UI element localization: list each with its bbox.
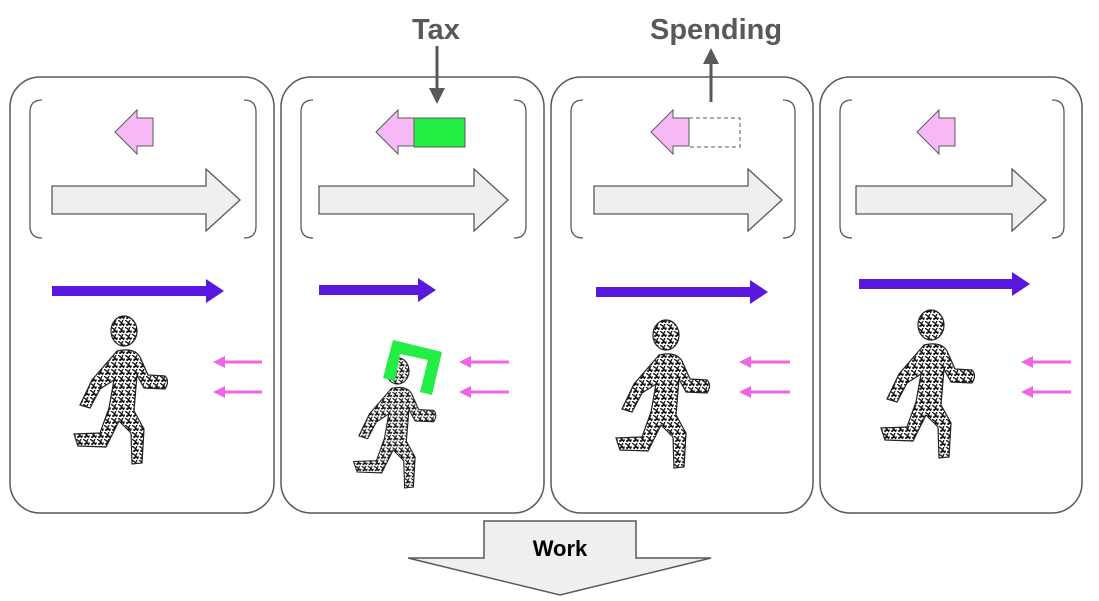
pink-wind-arrow-icon [459,356,509,368]
bracket-left [300,99,314,239]
bracket-right [782,99,796,239]
pink-wind-arrow-icon [739,386,790,398]
tax-box [413,117,466,148]
bracket-left [570,99,584,239]
pink-wind-arrow-icon [459,386,509,398]
pink-left-arrow-icon [650,108,690,156]
grey-right-arrow-icon [51,167,241,233]
bracket-left [29,99,43,239]
bracket-right [513,99,527,239]
bracket-right [243,99,257,239]
grey-right-arrow-icon [593,167,783,233]
pink-wind-arrow-icon [213,386,262,398]
spending-dashed-box [688,117,741,148]
pink-wind-arrow-icon [1021,356,1071,368]
purple-arrow-icon [859,272,1030,296]
pink-left-arrow-icon [916,108,956,156]
panel-4 [819,76,1083,514]
spending-label: Spending [650,14,783,46]
pink-left-arrow-icon [114,108,154,156]
work-arrow [407,520,712,596]
panel-1 [9,76,275,514]
tax-label: Tax [412,14,460,46]
bracket-right [1051,99,1065,239]
purple-arrow-icon [319,278,436,302]
tax-arrow [429,46,445,104]
purple-arrow-icon [52,279,224,303]
work-label: Work [532,536,588,561]
pink-wind-arrow-icon [213,356,262,368]
panel-2 [280,76,545,514]
panel-3 [550,76,814,514]
bracket-left [839,99,853,239]
pink-wind-arrow-icon [1021,386,1071,398]
grey-right-arrow-icon [318,167,509,233]
tax-weight-icon [383,340,442,395]
grey-right-arrow-icon [855,167,1047,233]
purple-arrow-icon [596,280,768,304]
spending-arrow [703,48,719,102]
pink-wind-arrow-icon [739,356,790,368]
